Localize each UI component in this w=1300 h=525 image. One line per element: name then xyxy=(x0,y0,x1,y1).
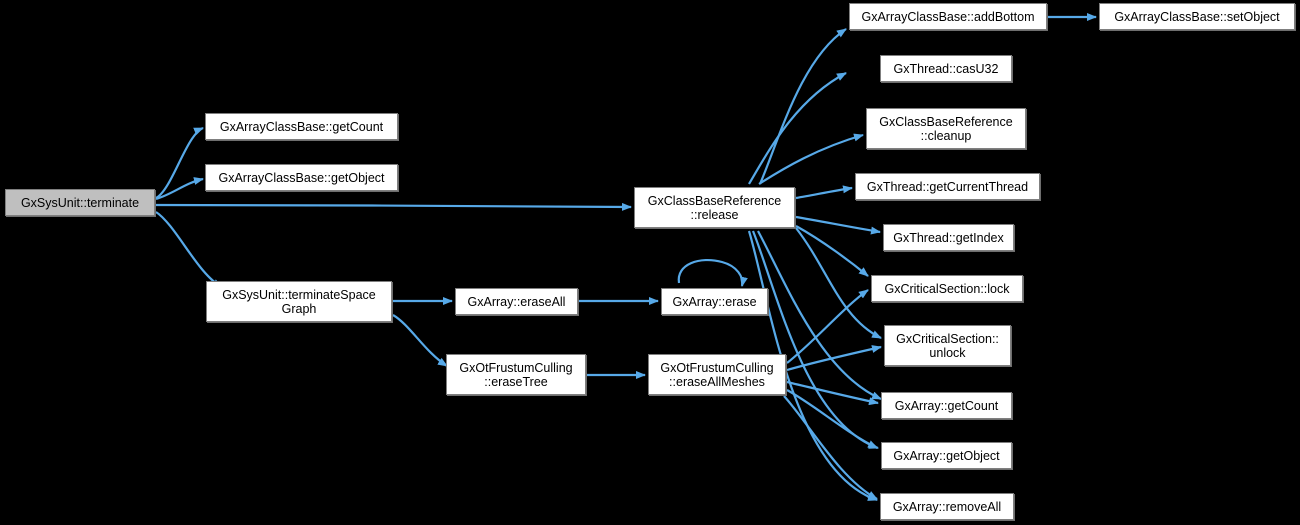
node-label: GxArray::eraseAll xyxy=(467,294,566,309)
node-release[interactable]: GxClassBaseReference ::release xyxy=(634,187,795,228)
node-label: GxOtFrustumCulling ::eraseAllMeshes xyxy=(660,360,774,389)
edge-release-to-casU32 xyxy=(748,72,847,185)
edge-release-to-getIndex xyxy=(795,215,881,235)
node-label: GxSysUnit::terminateSpace Graph xyxy=(222,287,376,316)
edge-eraseAllMeshes-to-getObject xyxy=(786,389,878,449)
node-label: GxArrayClassBase::getCount xyxy=(219,119,384,134)
node-getCount[interactable]: GxArray::getCount xyxy=(881,392,1012,419)
node-terminateSpace[interactable]: GxSysUnit::terminateSpace Graph xyxy=(206,281,392,322)
edge-eraseAllMeshes-to-unlock xyxy=(786,345,882,372)
edge-release-to-getCurrentThread xyxy=(795,185,853,200)
edge-erase-to-erase xyxy=(677,258,748,287)
node-label: GxArray::erase xyxy=(672,294,757,309)
edge-release-to-getObject xyxy=(751,230,879,450)
node-eraseAll[interactable]: GxArray::eraseAll xyxy=(455,288,578,315)
node-label: GxSysUnit::terminate xyxy=(20,195,140,210)
node-erase[interactable]: GxArray::erase xyxy=(661,288,768,315)
node-label: GxThread::getCurrentThread xyxy=(866,179,1029,194)
edge-release-to-cleanup xyxy=(758,133,864,185)
node-getCountBase[interactable]: GxArrayClassBase::getCount xyxy=(205,113,398,140)
node-label: GxCriticalSection:: unlock xyxy=(896,331,999,360)
node-label: GxOtFrustumCulling ::eraseTree xyxy=(459,360,573,389)
node-casU32[interactable]: GxThread::casU32 xyxy=(880,55,1012,82)
node-cleanup[interactable]: GxClassBaseReference ::cleanup xyxy=(866,108,1026,149)
edge-terminate-to-terminateSpace xyxy=(155,211,223,288)
node-setObject[interactable]: GxArrayClassBase::setObject xyxy=(1099,3,1295,30)
node-label: GxArrayClassBase::addBottom xyxy=(861,9,1035,24)
node-label: GxCriticalSection::lock xyxy=(884,281,1010,296)
edge-eraseAllMeshes-to-removeAll xyxy=(783,395,878,500)
node-eraseAllMeshes[interactable]: GxOtFrustumCulling ::eraseAllMeshes xyxy=(648,354,786,395)
node-label: GxClassBaseReference ::cleanup xyxy=(879,114,1013,143)
edges xyxy=(155,13,1097,502)
edge-release-to-removeAll xyxy=(747,230,878,502)
node-lock[interactable]: GxCriticalSection::lock xyxy=(871,275,1023,302)
edge-terminateSpace-to-eraseTree xyxy=(392,314,448,367)
edge-release-to-getCount xyxy=(757,230,882,401)
node-label: GxArray::removeAll xyxy=(892,499,1002,514)
node-label: GxArrayClassBase::getObject xyxy=(218,170,385,185)
node-getIndex[interactable]: GxThread::getIndex xyxy=(883,224,1014,251)
node-unlock[interactable]: GxCriticalSection:: unlock xyxy=(884,325,1011,366)
edge-terminate-to-getObjectBase xyxy=(155,177,204,201)
edge-release-to-lock xyxy=(795,225,869,277)
edge-release-to-addBottom xyxy=(758,28,847,185)
node-getCurrentThread[interactable]: GxThread::getCurrentThread xyxy=(855,173,1040,200)
node-label: GxArray::getObject xyxy=(893,448,1000,463)
edge-terminate-to-getCountBase xyxy=(155,126,204,199)
node-addBottom[interactable]: GxArrayClassBase::addBottom xyxy=(849,3,1047,30)
edge-eraseAllMeshes-to-lock xyxy=(786,289,869,364)
node-label: GxClassBaseReference ::release xyxy=(647,193,782,222)
edge-terminate-to-release xyxy=(155,202,632,211)
node-getObjectBase[interactable]: GxArrayClassBase::getObject xyxy=(205,164,398,191)
node-label: GxArray::getCount xyxy=(894,398,999,413)
edge-release-to-unlock xyxy=(795,227,882,339)
node-label: GxThread::casU32 xyxy=(893,61,999,76)
edge-eraseAllMeshes-to-getCount xyxy=(786,380,879,406)
node-label: GxArrayClassBase::setObject xyxy=(1114,9,1280,24)
node-getObject[interactable]: GxArray::getObject xyxy=(881,442,1012,469)
node-removeAll[interactable]: GxArray::removeAll xyxy=(880,493,1014,520)
node-terminate[interactable]: GxSysUnit::terminate xyxy=(5,189,155,216)
node-label: GxThread::getIndex xyxy=(893,230,1004,245)
node-eraseTree[interactable]: GxOtFrustumCulling ::eraseTree xyxy=(446,354,586,395)
